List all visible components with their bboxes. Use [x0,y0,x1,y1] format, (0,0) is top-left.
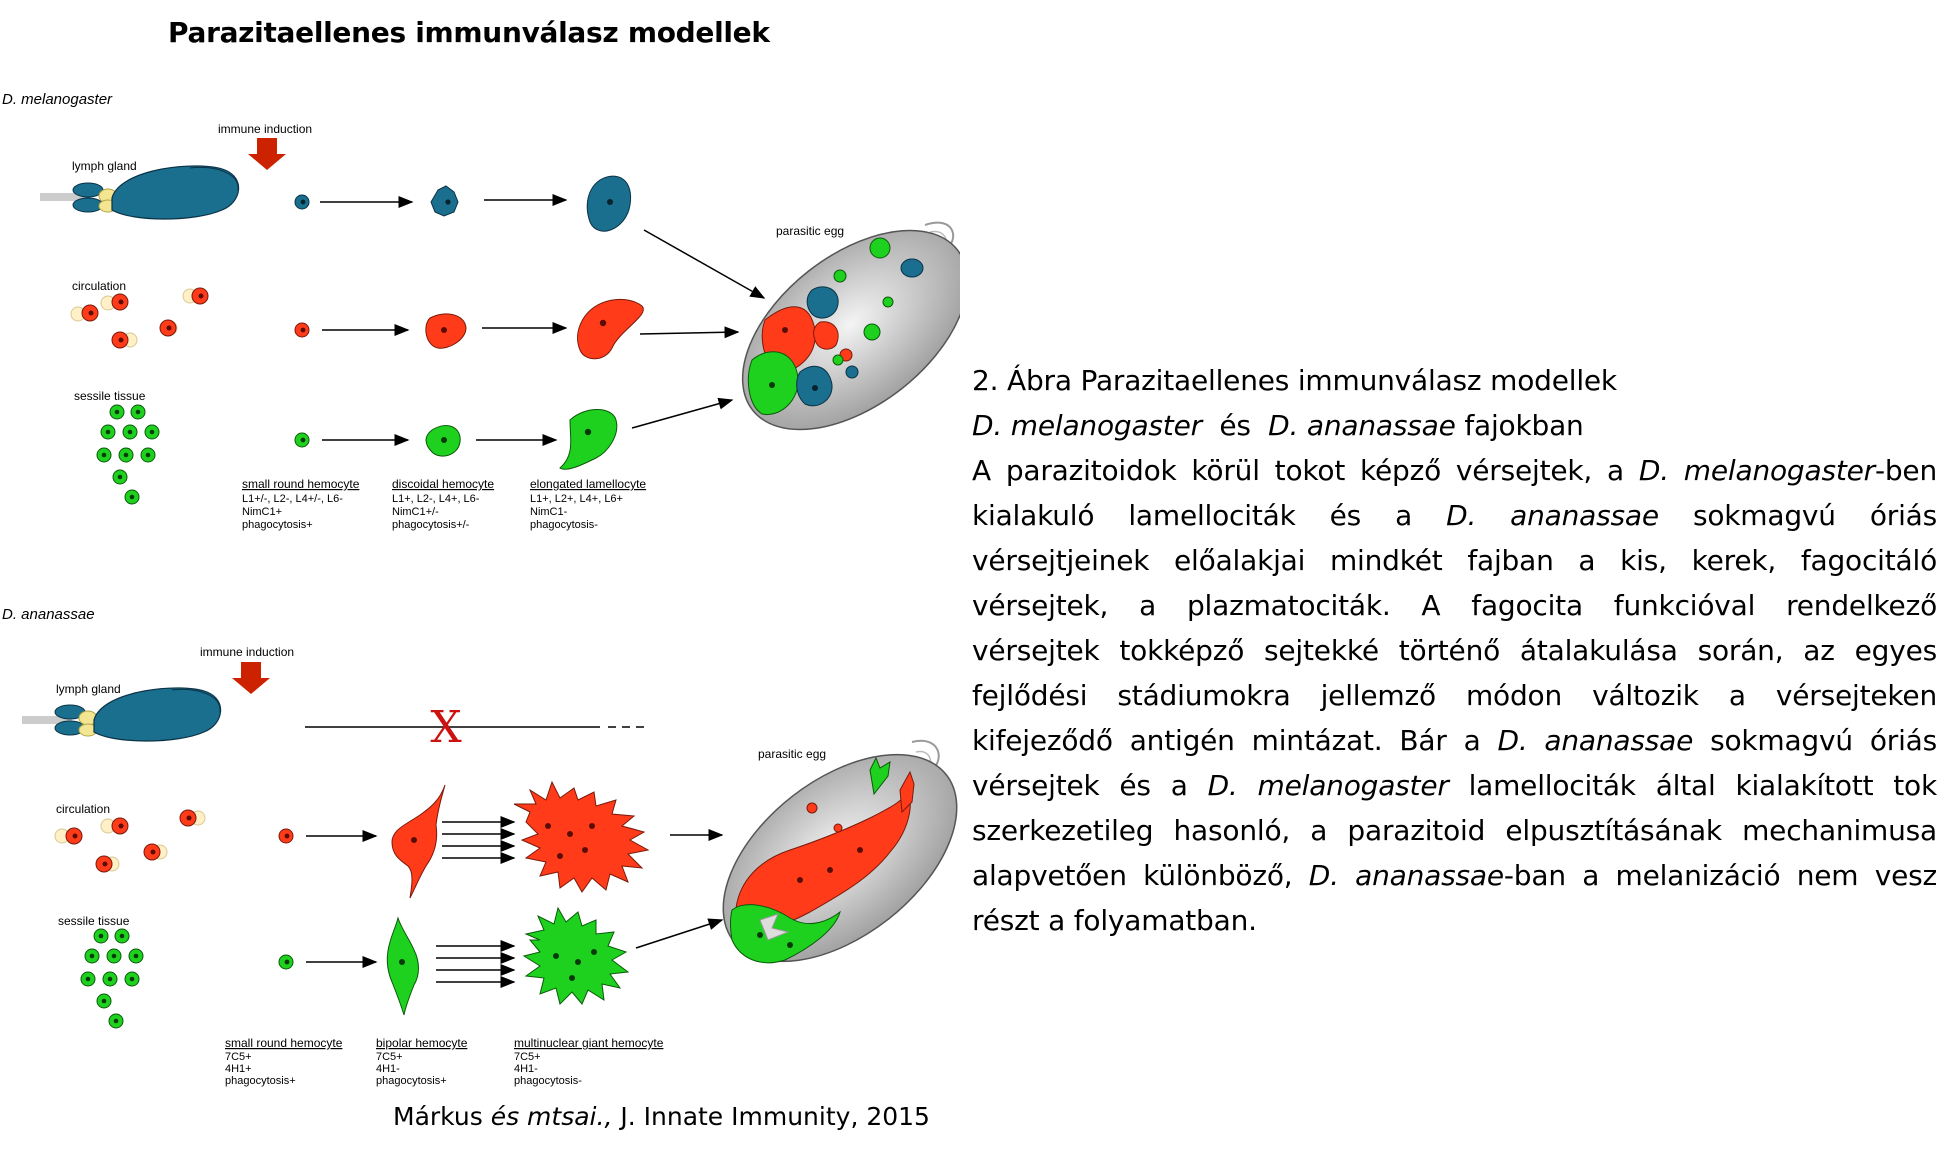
species-name: D. melanogaster [972,409,1202,442]
species-name: D. ananassae [1446,499,1659,532]
caption-text: fajokban [1464,409,1584,442]
cell-type-marker: NimC1+ [242,506,282,518]
circulation-cells [54,809,206,873]
citation: Márkus és mtsai., J. Innate Immunity, 20… [393,1102,930,1131]
species-label: D. ananassae [2,606,95,623]
row-label-lymph: lymph gland [72,159,137,173]
cell-type-marker: NimC1- [530,506,568,518]
row-label-sessile: sessile tissue [58,914,130,928]
cell-type-marker: 7C5+ [376,1051,403,1063]
differentiation-row-lymph [294,175,766,299]
sessile-cells [80,928,144,1029]
citation-author: Márkus [393,1102,483,1131]
cell-type-marker: L1+, L2+, L4+, L6+ [530,493,623,505]
induction-arrow-icon [232,662,270,694]
species-name: D. melanogaster [1638,454,1875,487]
cell-type-name: discoidal hemocyte [392,477,494,491]
figure: D. melanogaster immune induction lymph g… [2,91,960,1087]
cell-type-marker: L1+/-, L2-, L4+/-, L6- [242,493,343,505]
caption-text: -ban a melanizáció nem vesz részt a foly… [972,859,1937,937]
lymph-gland-shape [22,687,222,742]
cell-type-marker: 7C5+ [225,1051,252,1063]
cell-type-marker: 4H1+ [225,1063,252,1075]
species-label: D. melanogaster [2,91,113,108]
differentiation-row-circulation [278,780,724,899]
differentiation-row-circulation [294,298,740,360]
citation-etal: és mtsai., [490,1102,613,1131]
blocked-lamellocyte-path: X [305,702,650,753]
row-label-lymph: lymph gland [56,682,121,696]
slide-title: Parazitaellenes immunválasz modellek [168,16,770,49]
caption-text: és [1219,409,1251,442]
row-label-circulation: circulation [56,802,110,816]
induction-arrow-icon [248,138,286,170]
caption-text: A parazitoidok körül tokot képző vérsejt… [972,454,1624,487]
immune-induction-label: immune induction [218,122,312,136]
cell-type-marker: NimC1+/- [392,506,439,518]
sessile-cells [96,404,160,505]
figure-caption: 2. Ábra Parazitaellenes immunválasz mode… [972,358,1937,943]
block-x-icon: X [430,702,462,753]
caption-species-line: D. melanogaster és D. ananassae fajokban [972,403,1937,448]
cell-type-name: small round hemocyte [242,477,360,491]
cell-type-name: multinuclear giant hemocyte [514,1036,664,1050]
caption-text: lamellociták által kialakított tok szerk… [972,769,1938,892]
caption-text: -ben kialakuló lamellociták és a [972,454,1938,532]
circulation-cells [70,287,209,349]
parasitic-egg-top: parasitic egg [741,221,960,431]
panel-ananassae: D. ananassae immune induction lymph glan… [2,606,958,1087]
cell-type-labels-top: small round hemocyte L1+/-, L2-, L4+/-, … [242,477,646,531]
cell-type-name: elongated lamellocyte [530,477,646,491]
parasitic-egg-bottom: parasitic egg [722,739,958,964]
panel-melanogaster: D. melanogaster immune induction lymph g… [2,91,960,531]
caption-text: sokmagvú óriás vérsejtjeinek előalakjai … [972,499,1938,757]
cell-type-marker: 7C5+ [514,1051,541,1063]
differentiation-row-sessile [278,906,724,1016]
cell-type-marker: L1+, L2-, L4+, L6- [392,493,480,505]
species-name: D. melanogaster [1207,769,1449,802]
citation-journal: J. Innate Immunity, 2015 [620,1102,930,1131]
cell-type-marker: 4H1- [376,1063,400,1075]
cell-type-marker: phagocytosis- [514,1075,582,1087]
cell-type-name: small round hemocyte [225,1036,343,1050]
caption-text: sokmagvú óriás vérsejtek és a [972,724,1937,802]
species-name: D. ananassae [1268,409,1456,442]
cell-type-marker: phagocytosis+ [242,519,313,531]
caption-body: A parazitoidok körül tokot képző vérsejt… [972,448,1937,943]
cell-type-marker: phagocytosis- [530,519,598,531]
differentiation-row-sessile [294,397,734,470]
row-label-sessile: sessile tissue [74,389,146,403]
species-name: D. ananassae [1497,724,1694,757]
cell-type-marker: phagocytosis+/- [392,519,470,531]
cell-type-labels-bottom: small round hemocyte 7C5+ 4H1+ phagocyto… [225,1036,664,1087]
species-name: D. ananassae [1308,859,1504,892]
cell-type-marker: 4H1- [514,1063,538,1075]
parasitic-egg-label: parasitic egg [776,224,844,238]
cell-type-marker: phagocytosis+ [225,1075,296,1087]
cell-type-marker: phagocytosis+ [376,1075,447,1087]
row-label-circulation: circulation [72,279,126,293]
lymph-gland-shape [40,165,240,220]
parasitic-egg-label: parasitic egg [758,747,826,761]
immune-induction-label: immune induction [200,645,294,659]
cell-type-name: bipolar hemocyte [376,1036,468,1050]
caption-heading: 2. Ábra Parazitaellenes immunválasz mode… [972,364,1617,397]
